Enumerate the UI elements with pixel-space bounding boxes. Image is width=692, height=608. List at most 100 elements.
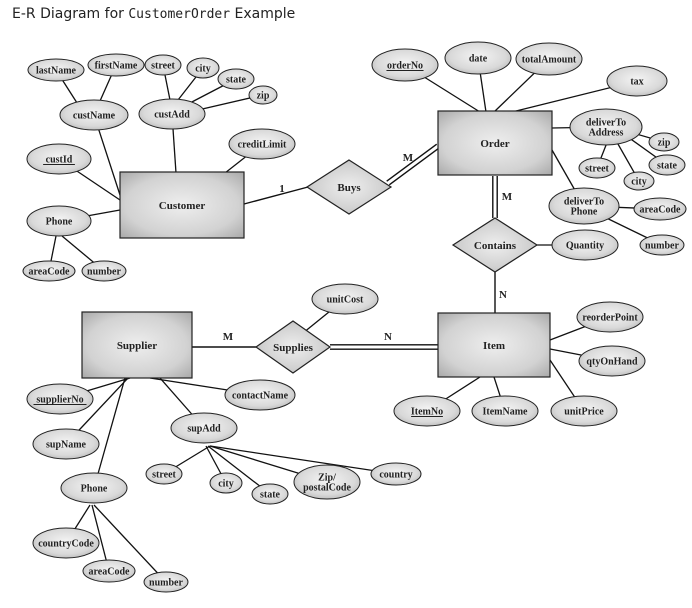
attribute-unitPrice: unitPrice xyxy=(550,395,618,427)
attribute-label: unitPrice xyxy=(564,407,604,418)
title-code: CustomerOrder xyxy=(128,7,231,22)
connector-line xyxy=(93,377,126,489)
attribute-ellipse xyxy=(170,412,238,444)
attribute-label: Address xyxy=(589,128,624,139)
attribute-ellipse xyxy=(143,571,189,593)
attribute-ord_street: street xyxy=(578,157,616,179)
cardinality-buys_customer: 1 xyxy=(279,183,285,195)
entity-label: Supplier xyxy=(117,340,157,352)
attribute-contactName: contactName xyxy=(224,379,296,411)
attribute-ellipse xyxy=(87,53,145,77)
attribute-ellipse xyxy=(228,128,296,160)
attribute-ellipse xyxy=(217,68,255,90)
attribute-label: street xyxy=(585,164,609,175)
attribute-label: tax xyxy=(630,77,643,88)
attribute-cust_areaCode: areaCode xyxy=(22,260,76,282)
relationship-label: Supplies xyxy=(273,342,313,354)
attribute-ellipse xyxy=(515,42,583,76)
attribute-ellipse xyxy=(209,472,243,494)
attribute-ellipse xyxy=(81,260,127,282)
attribute-label: city xyxy=(195,64,211,75)
attribute-tax: tax xyxy=(606,65,668,97)
attribute-cust_state: state xyxy=(217,68,255,90)
attribute-itemNo: ItemNo xyxy=(393,395,461,427)
attribute-label: country xyxy=(379,470,412,481)
cardinality-contains_order: M xyxy=(502,191,513,203)
attribute-ellipse xyxy=(569,108,643,146)
attribute-ellipse xyxy=(27,58,85,82)
connector-line xyxy=(209,445,397,475)
attribute-ellipse xyxy=(606,65,668,97)
relationship-diamond xyxy=(305,159,393,215)
attribute-sup_city: city xyxy=(209,472,243,494)
attribute-ellipse xyxy=(22,260,76,282)
attribute-ellipse xyxy=(248,85,278,105)
attribute-label: zip xyxy=(658,138,671,149)
attribute-ellipse xyxy=(371,48,439,82)
attribute-custId: custId xyxy=(26,143,92,175)
connector-line xyxy=(93,504,167,583)
attribute-sup_state: state xyxy=(251,483,289,505)
relationship-label: Contains xyxy=(474,240,517,252)
entity-supplier: Supplier xyxy=(81,311,193,379)
attribute-ord_state: state xyxy=(648,154,686,176)
attribute-custName: custName xyxy=(59,99,129,131)
attribute-lastName: lastName xyxy=(27,58,85,82)
attribute-ellipse xyxy=(251,483,289,505)
attribute-ellipse xyxy=(639,234,685,256)
entity-box xyxy=(81,311,193,379)
attribute-cust_phone: Phone xyxy=(26,205,92,237)
relationship-label: Buys xyxy=(337,182,361,194)
attribute-label: street xyxy=(152,470,176,481)
attribute-unitCost: unitCost xyxy=(311,283,379,315)
cardinality-buys_order: M xyxy=(403,152,414,164)
attribute-label: countryCode xyxy=(38,539,94,550)
attribute-label: Zip/ xyxy=(318,473,336,484)
attribute-label: Phone xyxy=(571,207,598,218)
attribute-cust_zip: zip xyxy=(248,85,278,105)
attribute-label: Phone xyxy=(81,484,108,495)
attribute-ellipse xyxy=(82,559,136,583)
attribute-ellipse xyxy=(311,283,379,315)
attribute-supplierNo: supplierNo xyxy=(26,383,94,415)
attribute-ellipse xyxy=(648,132,680,152)
attribute-label: zip xyxy=(257,91,270,102)
attribute-cust_street: street xyxy=(144,54,182,76)
attribute-label: number xyxy=(149,578,183,589)
attribute-label: city xyxy=(631,177,647,188)
attribute-ellipse xyxy=(144,54,182,76)
attribute-label: firstName xyxy=(95,61,138,72)
attribute-ellipse xyxy=(26,143,92,175)
attribute-ellipse xyxy=(186,57,220,79)
entity-item: Item xyxy=(437,312,551,378)
attribute-label: areaCode xyxy=(640,205,681,216)
entity-label: Item xyxy=(483,340,505,352)
attribute-quantity: Quantity xyxy=(551,229,619,261)
relationship-line xyxy=(388,147,440,186)
attribute-label: unitCost xyxy=(327,295,364,306)
relationship-line xyxy=(386,143,438,182)
attribute-label: state xyxy=(226,75,247,86)
attribute-label: orderNo xyxy=(387,61,423,72)
attribute-ord_areaCode: areaCode xyxy=(633,197,687,221)
attribute-ellipse xyxy=(633,197,687,221)
attribute-label: ItemNo xyxy=(411,407,443,418)
attribute-sup_zip: Zip/postalCode xyxy=(293,464,361,500)
attribute-sup_countryCode: countryCode xyxy=(32,527,100,559)
attribute-label: reorderPoint xyxy=(582,313,638,324)
attribute-ellipse xyxy=(648,154,686,176)
attribute-ellipse xyxy=(548,187,620,225)
attribute-label: custName xyxy=(73,111,116,122)
shapes-layer: lastName firstName street city state zip custN… xyxy=(22,41,687,593)
attribute-sup_country: country xyxy=(370,462,422,486)
attribute-label: supplierNo xyxy=(36,395,83,406)
attribute-date: date xyxy=(444,41,512,75)
attribute-label: state xyxy=(657,161,678,172)
attribute-label: state xyxy=(260,490,281,501)
attribute-label: qtyOnHand xyxy=(586,357,638,368)
attribute-ellipse xyxy=(578,345,646,377)
attribute-cust_number: number xyxy=(81,260,127,282)
relationship-supplies: Supplies xyxy=(254,320,332,374)
